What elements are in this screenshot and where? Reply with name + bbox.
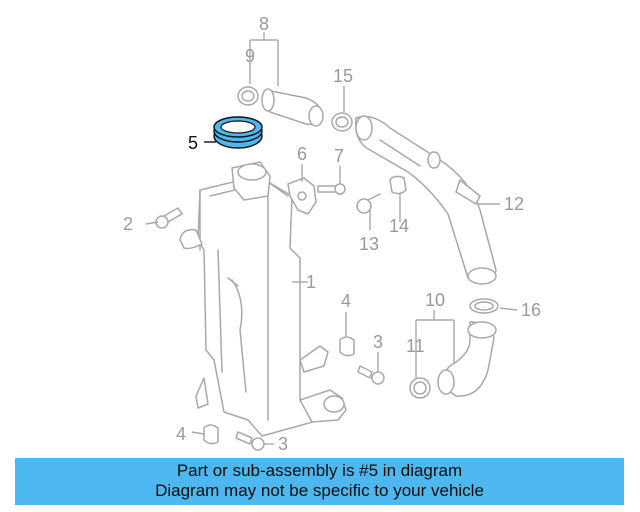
grommet-part-4-upper — [339, 336, 355, 357]
leader-lines — [145, 32, 518, 445]
callout-4: 4 — [341, 291, 351, 311]
callout-1: 1 — [306, 272, 316, 292]
callout-8: 8 — [259, 14, 269, 34]
grommet-part-14 — [389, 175, 407, 195]
callout-3-lower: 3 — [278, 434, 288, 454]
clamp-part-9 — [237, 86, 259, 106]
callout-12: 12 — [504, 194, 524, 214]
callout-15: 15 — [333, 66, 353, 86]
bolt-part-2 — [155, 207, 183, 229]
callout-4-lower: 4 — [176, 424, 186, 444]
banner-line-1: Part or sub-assembly is #5 in diagram — [176, 461, 463, 480]
bracket-part-6 — [287, 177, 317, 215]
info-banner: Part or sub-assembly is #5 in diagram Di… — [15, 458, 624, 505]
bolt-part-7 — [317, 183, 346, 195]
callout-11: 11 — [406, 336, 425, 356]
callout-5: 5 — [188, 133, 198, 153]
callout-6: 6 — [297, 144, 307, 164]
bolt-part-3-lower — [235, 431, 265, 451]
clamp-part-11 — [409, 377, 431, 399]
callout-2: 2 — [123, 214, 133, 234]
pipe-part-12 — [355, 115, 497, 285]
clamp-part-16 — [469, 298, 499, 314]
callout-7: 7 — [334, 146, 344, 166]
hose-part-10 — [437, 321, 497, 397]
callout-13: 13 — [359, 234, 379, 254]
grommet-part-4-lower — [203, 424, 219, 445]
o-ring-part-5[interactable] — [213, 116, 263, 149]
bolt-part-3-upper — [357, 365, 385, 385]
callout-labels: 8 9 15 5 6 7 12 2 14 13 1 10 4 16 3 11 4… — [123, 14, 541, 454]
banner-line-2: Diagram may not be specific to your vehi… — [155, 481, 484, 500]
intercooler-part — [179, 161, 347, 437]
callout-10: 10 — [425, 290, 445, 310]
callout-9: 9 — [245, 46, 255, 66]
callout-3: 3 — [373, 332, 383, 352]
callout-16: 16 — [521, 300, 541, 320]
bolt-part-13 — [356, 193, 381, 214]
clamp-part-15 — [331, 112, 353, 132]
callout-14: 14 — [389, 216, 409, 236]
hose-part-8 — [261, 88, 324, 127]
